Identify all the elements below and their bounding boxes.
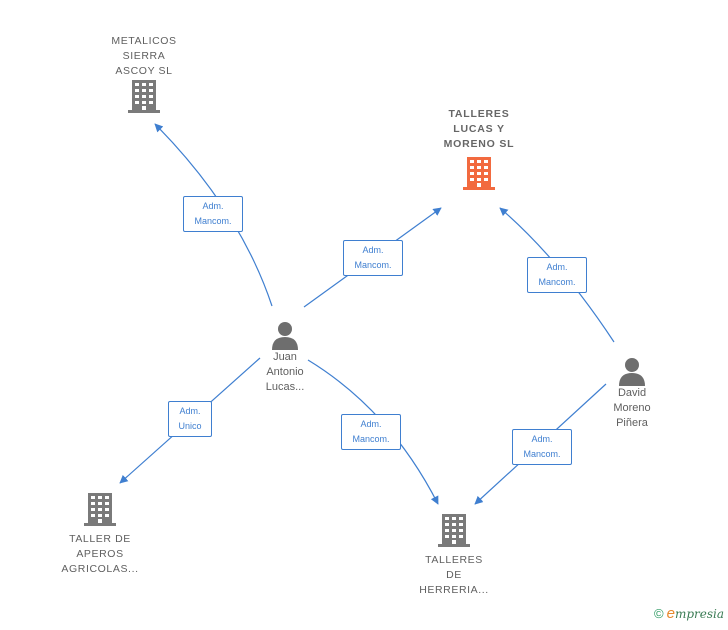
building-icon: [463, 157, 495, 190]
building-icon: [84, 493, 116, 526]
node-label: METALICOS SIERRA ASCOY SL: [111, 35, 177, 77]
node-label: TALLER DE APEROS AGRICOLAS...: [61, 533, 139, 575]
brand-name: mpresia: [674, 607, 724, 621]
node-label: David Moreno Piñera: [613, 387, 651, 429]
node-taller-de-aperos[interactable]: TALLER DE APEROS AGRICOLAS...: [50, 492, 150, 577]
person-icon: [619, 358, 645, 386]
brand-initial: e: [666, 605, 675, 622]
relation-label-juan-talleres-lucas[interactable]: Adm. Mancom.: [343, 240, 403, 276]
node-label: Juan Antonio Lucas...: [265, 351, 305, 393]
node-juan-antonio-lucas[interactable]: Juan Antonio Lucas...: [245, 320, 325, 395]
node-talleres-lucas-y-moreno[interactable]: TALLERES LUCAS Y MORENO SL: [424, 107, 534, 190]
relation-label-juan-metalicos[interactable]: Adm. Mancom.: [183, 196, 243, 232]
node-david-moreno-pinera[interactable]: David Moreno Piñera: [592, 356, 672, 431]
building-icon: [128, 80, 160, 113]
person-icon: [272, 322, 298, 350]
node-metalicos-sierra-ascoy[interactable]: METALICOS SIERRA ASCOY SL: [96, 34, 192, 113]
empresia-logo: ©empresia: [654, 605, 724, 622]
relation-label-david-talleres-lucas[interactable]: Adm. Mancom.: [527, 257, 587, 293]
node-label: TALLERES DE HERRERIA...: [419, 554, 489, 596]
relation-label-david-talleres-herreria[interactable]: Adm. Mancom.: [512, 429, 572, 465]
copyright-symbol: ©: [654, 606, 664, 621]
node-talleres-de-herreria[interactable]: TALLERES DE HERRERIA...: [404, 513, 504, 598]
relation-label-juan-talleres-herreria[interactable]: Adm. Mancom.: [341, 414, 401, 450]
building-icon: [438, 514, 470, 547]
relation-label-juan-taller-aperos[interactable]: Adm. Unico: [168, 401, 212, 437]
node-label: TALLERES LUCAS Y MORENO SL: [443, 108, 515, 150]
